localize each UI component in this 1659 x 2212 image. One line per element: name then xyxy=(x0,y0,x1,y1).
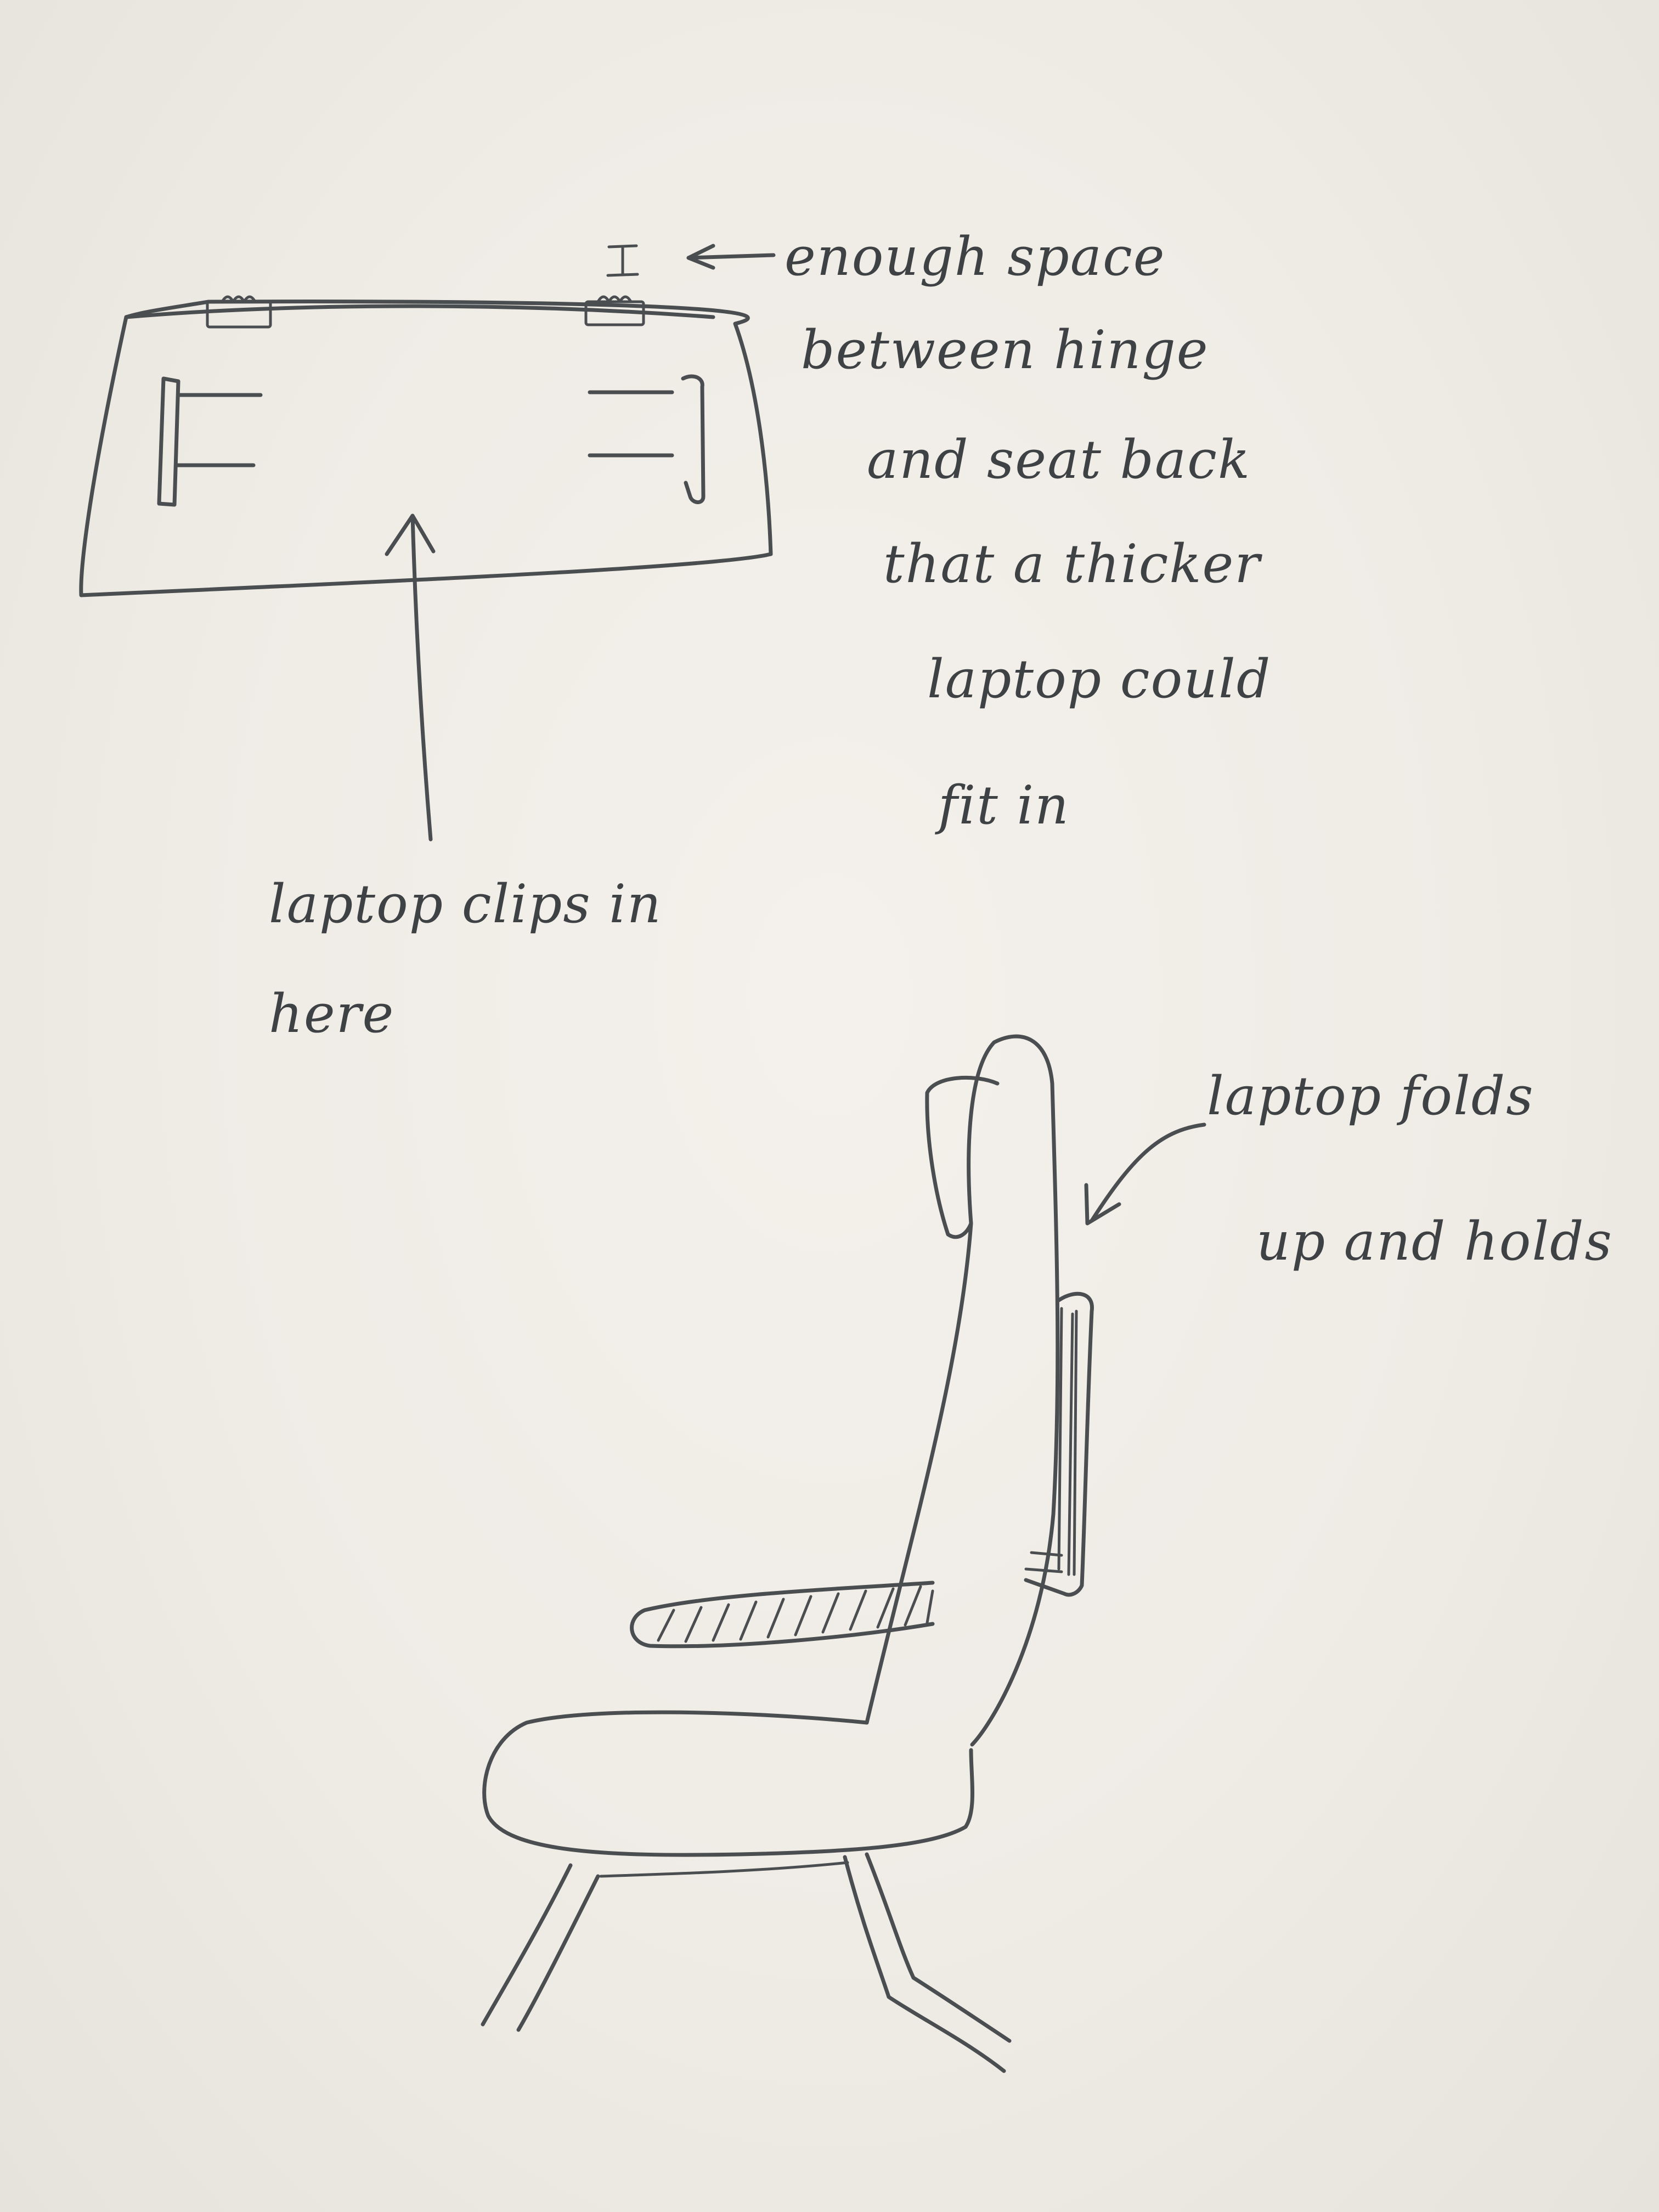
note-line: up and holds xyxy=(1256,1215,1613,1268)
seat-cushion xyxy=(484,1712,973,1855)
laptop-tray-folded-inner xyxy=(1059,1308,1076,1575)
note-line: laptop could xyxy=(927,653,1271,706)
clip-left-bar xyxy=(159,379,178,505)
note-line: laptop clips in xyxy=(269,878,662,930)
note-line: fit in xyxy=(938,779,1070,832)
arrow-folds-shaft xyxy=(1092,1125,1204,1221)
tray-top-view xyxy=(81,246,771,595)
chair-side-view xyxy=(483,1036,1092,2071)
headrest xyxy=(927,1077,997,1237)
laptop-tray-folded-base xyxy=(1026,1553,1062,1572)
chair-leg-front-inner xyxy=(518,1876,598,2030)
arrow-clips-shaft xyxy=(413,516,431,839)
gap-marker-symbol xyxy=(608,246,637,275)
tray-outline xyxy=(81,302,771,595)
chair-leg-front xyxy=(483,1865,571,2024)
note-line: and seat back xyxy=(867,433,1251,486)
note-line: that a thicker xyxy=(883,538,1261,590)
arrow-space-shaft xyxy=(689,255,774,258)
seat-back xyxy=(969,1036,1058,1745)
arrow-clips-head xyxy=(387,516,433,554)
chair-leg-back-inner xyxy=(867,1854,1009,2041)
note-line: here xyxy=(269,988,394,1040)
chair-base-bar xyxy=(601,1863,848,1876)
tray-back-edge xyxy=(126,306,713,317)
note-line: between hinge xyxy=(801,324,1209,376)
note-line: enough space xyxy=(785,230,1166,283)
note-line: laptop folds xyxy=(1207,1070,1534,1122)
chair-leg-back xyxy=(845,1857,1004,2071)
hinge-left xyxy=(207,302,270,327)
seat-back-front-edge xyxy=(867,1223,971,1723)
clip-right-bar xyxy=(683,376,703,503)
